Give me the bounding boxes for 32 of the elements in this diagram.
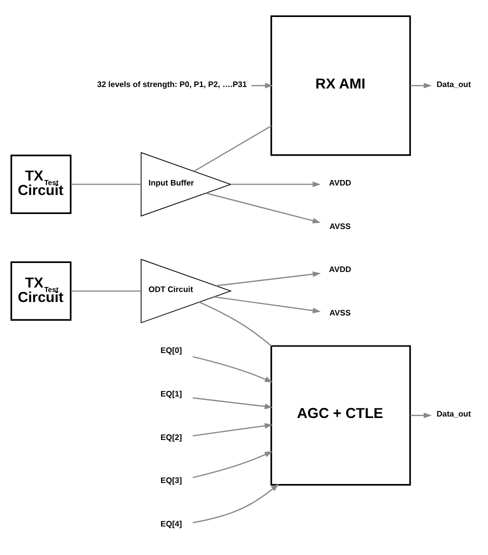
arrow <box>214 296 321 313</box>
node-text: Data_out <box>436 409 471 418</box>
node-text: EQ[4] <box>160 519 182 528</box>
node-text: 32 levels of strength: P0, P1, P2, ….P31 <box>97 79 247 88</box>
arrow <box>410 82 432 88</box>
node-text: Data_out <box>436 79 471 88</box>
node-text: AVSS <box>329 308 351 318</box>
node-text: EQ[0] <box>160 346 182 355</box>
node-text: EQ[2] <box>160 432 182 442</box>
node-text: AVDD <box>329 264 352 274</box>
arrow <box>410 412 432 418</box>
arrow <box>230 181 321 187</box>
node-box: RX AMI <box>270 14 411 156</box>
connector <box>199 301 272 346</box>
arrow <box>192 422 273 436</box>
node-text: EQ[3] <box>160 476 182 485</box>
arrow <box>192 356 273 382</box>
node-text: AVDD <box>329 178 352 188</box>
arrow <box>206 192 321 223</box>
arrow <box>216 270 321 286</box>
connector <box>70 290 141 292</box>
arrow <box>251 82 274 88</box>
arrow <box>192 483 279 523</box>
node-box: AGC + CTLE <box>270 344 411 486</box>
node-box: TX$_{Test}$ Circuit <box>10 154 72 214</box>
node-text: AVSS <box>329 221 351 230</box>
arrow <box>192 450 273 478</box>
node-box: TX$_{Test}$ Circuit <box>10 260 72 320</box>
node-text: EQ[1] <box>160 389 182 398</box>
arrow <box>192 396 273 409</box>
connector <box>70 183 141 184</box>
connector <box>194 124 272 172</box>
